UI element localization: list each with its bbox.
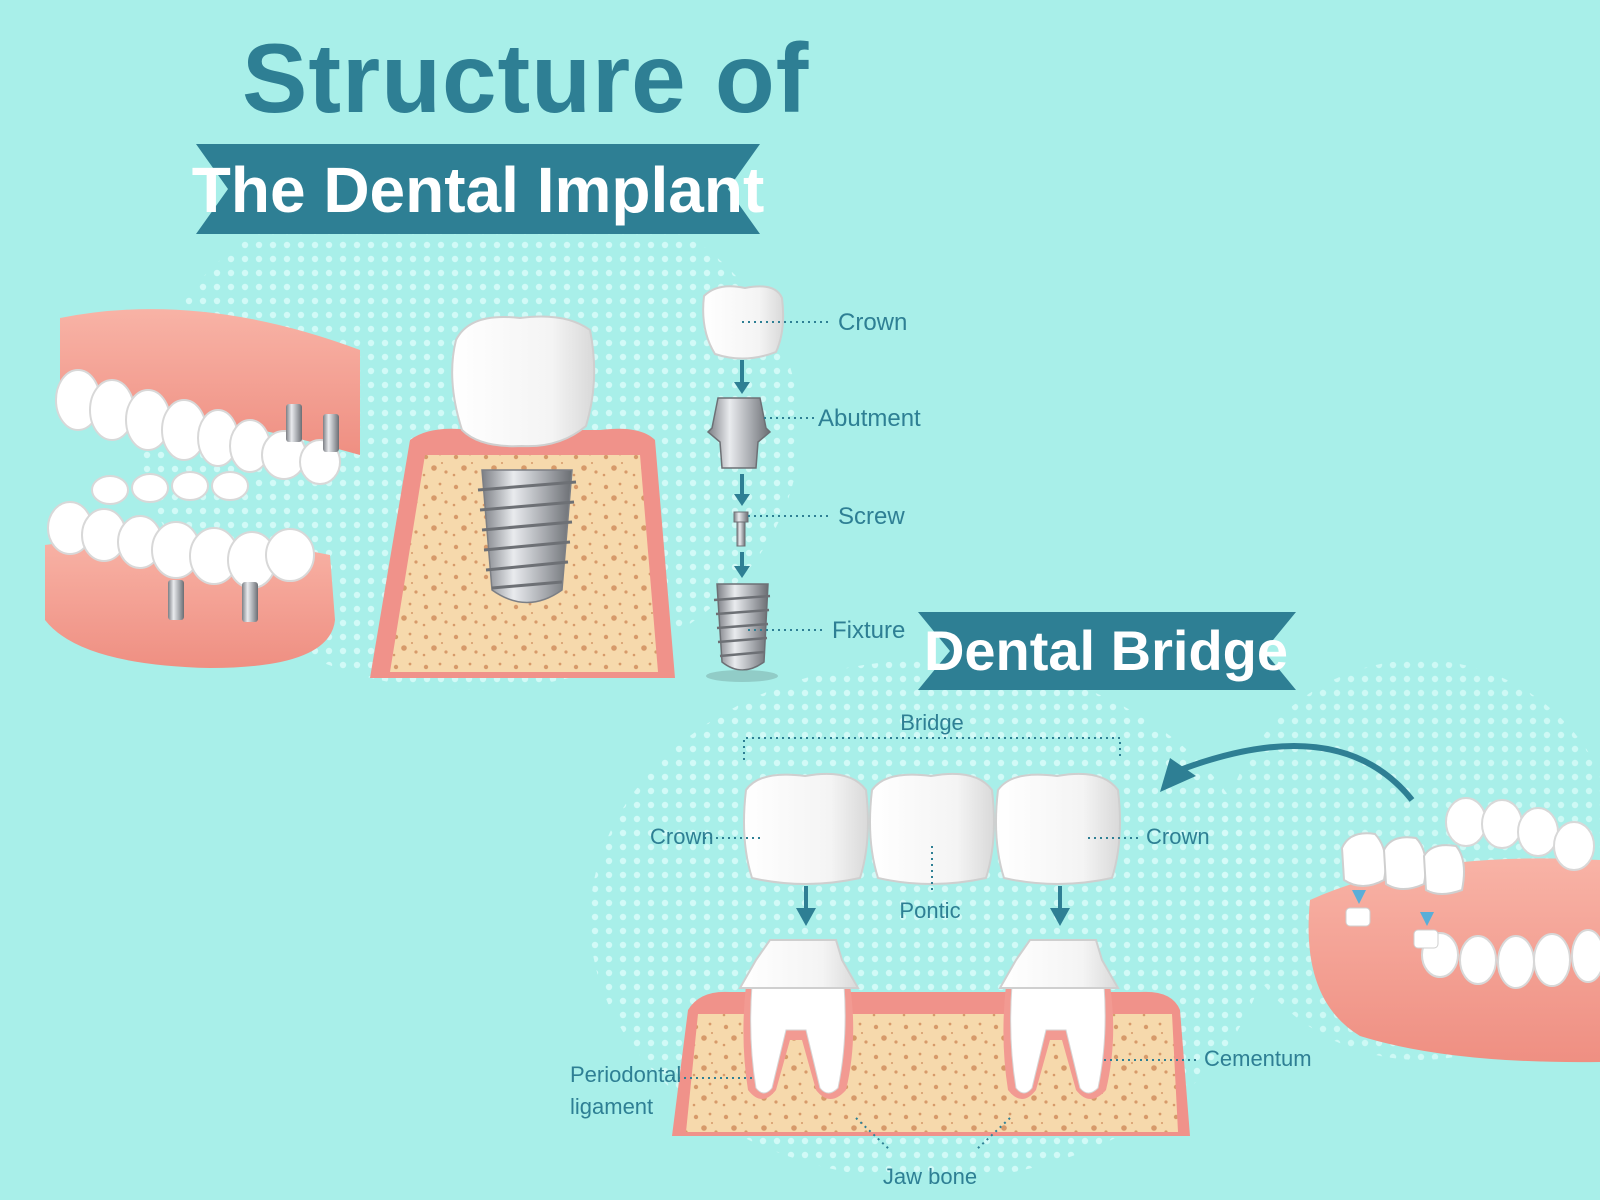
bridge-arrows [796,886,1070,926]
implant-components-exploded [702,285,832,682]
bridge-banner: Dental Bridge [918,612,1296,690]
implant-cross-section [370,315,675,678]
label-cementum: Cementum [1204,1046,1312,1071]
label-crown: Crown [838,309,907,336]
label-bridge: Bridge [900,710,964,735]
bridge-denture-illustration [1308,797,1600,1063]
label-fixture: Fixture [832,617,905,644]
bridge-crowns [743,772,1121,885]
label-crown-left: Crown [650,824,714,849]
label-crown-right: Crown [1146,824,1210,849]
label-screw: Screw [838,503,905,530]
label-jaw-bone: Jaw bone [883,1164,977,1189]
title-banner: The Dental Implant [192,144,765,234]
abutment-tooth-left [738,939,860,1099]
title-banner-text: The Dental Implant [192,154,765,226]
implant-denture-illustration [45,309,360,668]
curved-arrow [1160,743,1415,802]
bridge-cross-section [672,939,1190,1136]
title-line-1: Structure of [242,23,809,133]
abutment-tooth-right [998,939,1120,1099]
label-periodontal-line-2: ligament [570,1094,653,1119]
implant-fixture-shape [477,469,577,604]
label-pontic: Pontic [899,898,960,923]
label-periodontal-line-1: Periodontal [570,1062,681,1087]
assembly-arrows [734,360,750,578]
label-abutment: Abutment [818,405,921,432]
bridge-banner-text: Dental Bridge [924,619,1288,682]
